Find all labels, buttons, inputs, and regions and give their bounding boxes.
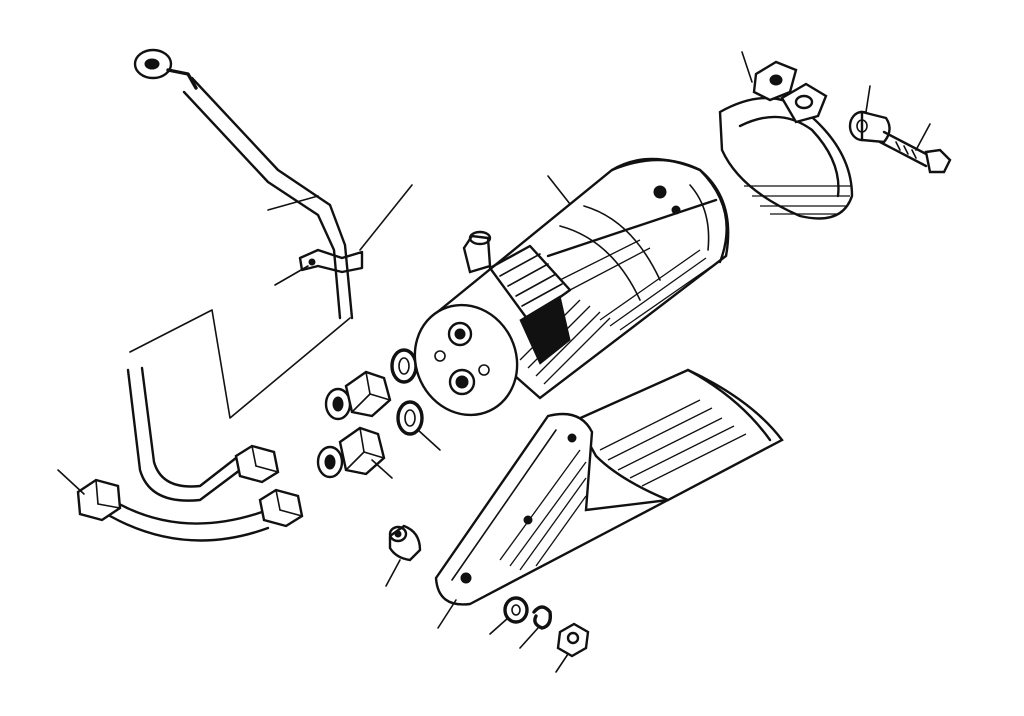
leader-bracket bbox=[437, 599, 457, 629]
strap-spacer bbox=[848, 85, 891, 144]
hose-nut-right-lower bbox=[258, 488, 304, 528]
pipe-outer-edge bbox=[190, 76, 354, 320]
mounting-strap bbox=[718, 51, 854, 220]
strap-lug-right bbox=[780, 82, 828, 124]
pipe-inner-edge bbox=[182, 90, 342, 320]
leader-washer bbox=[417, 429, 441, 451]
drier-head bbox=[488, 244, 572, 365]
bracket-cradle bbox=[574, 368, 784, 502]
leader-bolt bbox=[915, 123, 931, 151]
banjo-eye-hole bbox=[144, 58, 160, 70]
spring-washer bbox=[519, 605, 553, 649]
bracket-spacer bbox=[385, 524, 422, 587]
sealing-washer-upper bbox=[390, 348, 418, 384]
mounting-bracket bbox=[434, 368, 784, 629]
leader-clip-2 bbox=[359, 184, 413, 251]
leader-pipe bbox=[267, 195, 319, 211]
hose-lower-2 bbox=[108, 514, 270, 542]
receiver-drier bbox=[413, 157, 730, 417]
flexible-hose-assembly bbox=[57, 366, 304, 542]
pipe-neck bbox=[166, 68, 198, 90]
leader-drier bbox=[547, 175, 571, 205]
sight-glass bbox=[653, 185, 667, 199]
pipe-clip bbox=[298, 248, 364, 274]
leader-flat-washer bbox=[489, 617, 509, 635]
leader-union bbox=[371, 459, 393, 479]
hose-lower-1 bbox=[110, 498, 264, 525]
leader-spacer bbox=[865, 85, 871, 113]
union-fitting-lower bbox=[316, 426, 393, 479]
union-fitting-upper bbox=[324, 370, 392, 421]
break-line bbox=[129, 309, 351, 419]
bracket-mount-hole bbox=[460, 572, 472, 584]
leader-hose bbox=[57, 469, 85, 495]
leader-clip bbox=[274, 265, 309, 286]
leader-strap bbox=[741, 51, 753, 83]
port-blank-left bbox=[434, 350, 446, 362]
hose-nut-right-upper bbox=[234, 444, 280, 484]
drier-seam bbox=[546, 198, 718, 258]
hose-inner bbox=[140, 366, 238, 488]
leader-spring-washer bbox=[519, 627, 539, 649]
hose-nut-left bbox=[76, 478, 122, 522]
drier-front-face bbox=[413, 303, 519, 417]
drier-service-port bbox=[462, 230, 492, 274]
strap-bolt bbox=[878, 123, 952, 174]
rigid-pipe bbox=[129, 48, 413, 419]
sealing-washer-lower bbox=[396, 400, 441, 451]
port-blank-right bbox=[478, 364, 490, 376]
banjo-eye bbox=[133, 48, 173, 80]
drier-rear-rim bbox=[610, 158, 728, 264]
leader-bracket-spacer bbox=[385, 559, 401, 587]
hex-nut bbox=[555, 622, 590, 673]
hose-outer bbox=[126, 368, 242, 502]
drier-rear-inner bbox=[689, 184, 710, 251]
leader-hex-nut bbox=[555, 653, 569, 673]
flat-washer bbox=[489, 596, 529, 635]
